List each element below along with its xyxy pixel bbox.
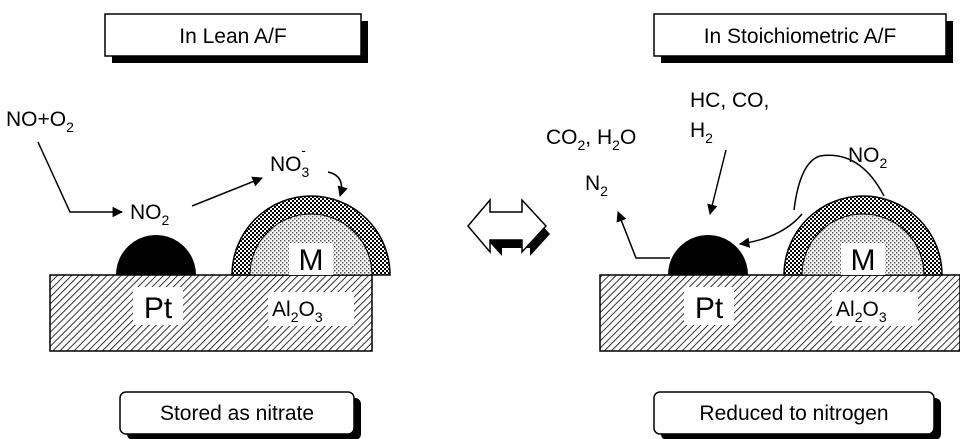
- left-adsorb-arrow: [37, 141, 124, 218]
- right-support-label: Al2O3: [836, 298, 887, 325]
- left-storage-arrow: [327, 171, 348, 198]
- right-return-arrow: [738, 213, 803, 248]
- right-pt-label: Pt: [695, 292, 724, 325]
- left-pt-label: Pt: [144, 292, 173, 325]
- right-storage-label: M: [851, 244, 876, 277]
- left-caption-box: Stored as nitrate: [119, 391, 361, 439]
- left-intermediate-label: NO2: [130, 201, 170, 228]
- right-title-box: In Stoichiometric A/F: [653, 13, 953, 63]
- right-pt-particle: [668, 235, 748, 275]
- left-gas-in-label: NO+O2: [6, 108, 74, 135]
- right-reductant-arrow: [707, 149, 727, 216]
- right-caption: Reduced to nitrogen: [699, 402, 888, 425]
- right-reductant-line2: H2: [690, 119, 713, 146]
- left-caption: Stored as nitrate: [160, 402, 314, 425]
- left-oxidation-arrow: [191, 176, 263, 207]
- right-release-curve: [793, 154, 885, 211]
- left-support-label: Al2O3: [272, 298, 323, 325]
- left-panel: In Lean A/F NO+O2 NO2 NO3- M Pt Al2O3 St…: [6, 13, 391, 439]
- reversible-arrow: [467, 197, 550, 256]
- right-nitrogen-arrow: [616, 211, 670, 259]
- right-nitrogen-label: N2: [585, 172, 608, 199]
- right-products-label: CO2, H2O: [546, 126, 636, 153]
- right-panel: In Stoichiometric A/F CO2, H2O HC, CO, H…: [546, 13, 960, 439]
- right-released-label: NO2: [848, 144, 888, 171]
- left-storage-label: M: [299, 244, 324, 277]
- left-pt-particle: [116, 235, 196, 275]
- right-title: In Stoichiometric A/F: [704, 25, 897, 48]
- right-reductant-line1: HC, CO,: [690, 89, 769, 112]
- right-caption-box: Reduced to nitrogen: [653, 391, 941, 439]
- left-title-box: In Lean A/F: [104, 13, 368, 63]
- left-nitrate-label: NO3-: [270, 142, 310, 180]
- left-title: In Lean A/F: [179, 25, 286, 48]
